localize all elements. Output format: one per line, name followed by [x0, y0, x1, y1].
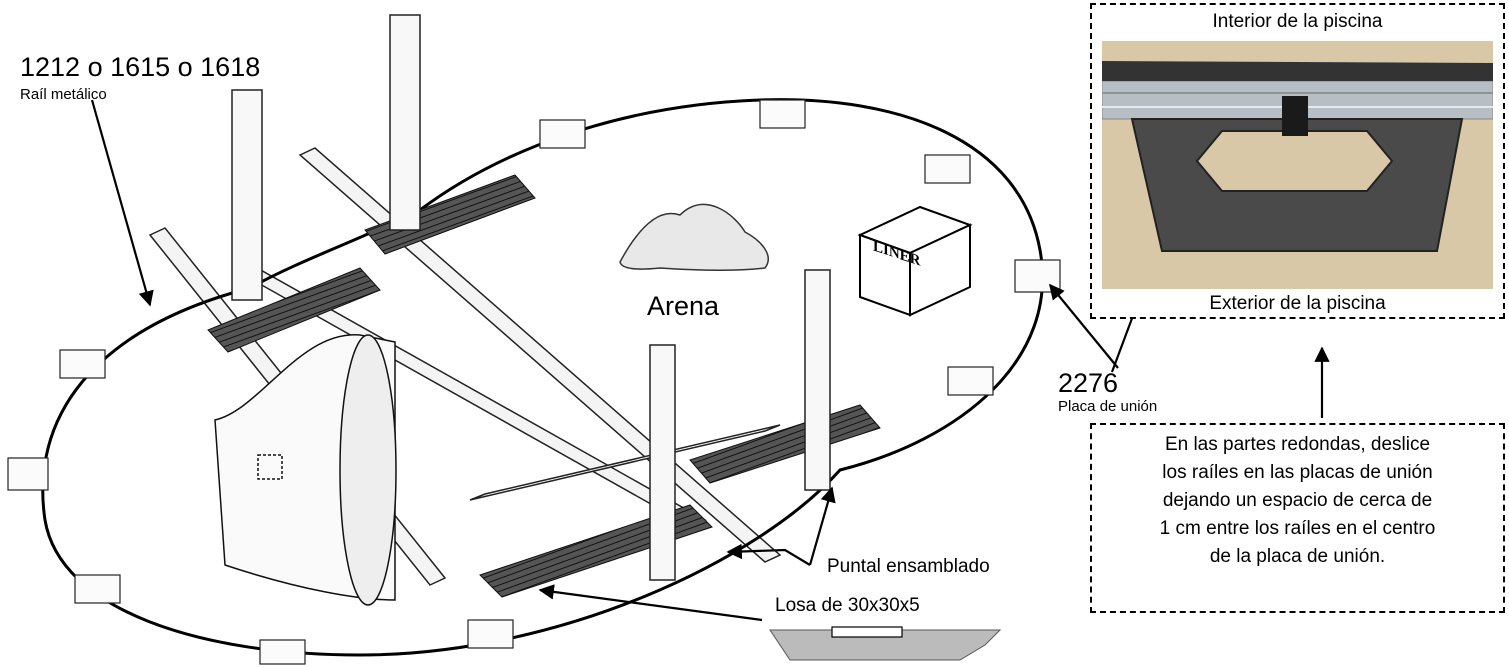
- strut-label: Puntal ensamblado: [827, 556, 990, 577]
- connector-plate-photo: [1102, 41, 1493, 289]
- pool-exterior-caption: Exterior de la piscina: [1209, 293, 1386, 314]
- rail-name-label: Raíl metálico: [20, 86, 107, 103]
- uprights: [231, 14, 831, 581]
- plate-name-label: Placa de unión: [1058, 398, 1158, 415]
- slab-blocks: [7, 99, 1061, 665]
- sand-label: Arena: [647, 291, 720, 321]
- connector-photo-box: Interior de la piscina Exterior de la pi…: [1090, 3, 1505, 319]
- liner-box-icon: [857, 205, 973, 317]
- instruction-note-box: En las partes redondas, deslice los raíl…: [1090, 423, 1505, 613]
- pool-interior-caption: Interior de la piscina: [1212, 11, 1383, 32]
- rolled-wall-icon: [214, 334, 397, 606]
- plate-code-label: 2276: [1058, 368, 1119, 398]
- slab-label: Losa de 30x30x5: [775, 595, 920, 616]
- instruction-note-text: En las partes redondas, deslice los raíl…: [1159, 434, 1436, 567]
- sand-pile-icon: [619, 203, 769, 272]
- rail-code-label: 1212 o 1615 o 1618: [20, 52, 261, 82]
- slab-section-icon: [769, 626, 1002, 661]
